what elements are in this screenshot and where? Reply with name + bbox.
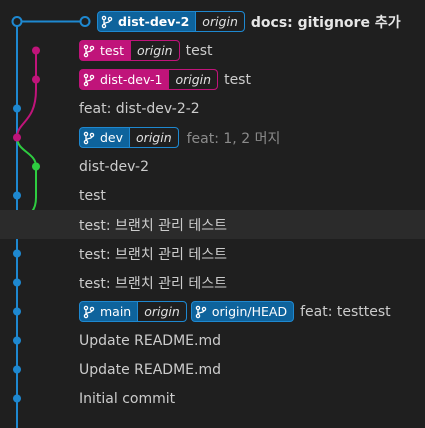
branch-badge[interactable]: dist-dev-2 origin [97, 11, 245, 32]
commit-node [32, 46, 40, 55]
branch-name: main [100, 304, 132, 319]
branch-badge[interactable]: main origin [79, 301, 187, 322]
commit-message-merge: feat: 1, 2 머지 [186, 130, 281, 147]
commit-node-merge [13, 133, 21, 142]
commit-row[interactable]: test: 브랜치 관리 테스트 [0, 268, 425, 297]
commit-row-content: Initial commit [79, 384, 425, 413]
commit-message: test: 브랜치 관리 테스트 [79, 275, 227, 292]
branch-name: dev [100, 130, 124, 145]
commit-row-content: test: 브랜치 관리 테스트 [79, 210, 425, 239]
commit-row[interactable]: dist-dev-2 origin docs: gitignore 추가 [0, 7, 425, 36]
branch-icon [80, 70, 98, 89]
branch-icon [80, 302, 98, 321]
branch-name: dist-dev-1 [100, 72, 163, 87]
commit-node [13, 191, 21, 200]
commit-node [32, 75, 40, 84]
commit-message: dist-dev-2 [79, 158, 149, 175]
commit-row-content: dev origin feat: 1, 2 머지 [79, 123, 425, 152]
commit-message: feat: testtest [300, 303, 391, 320]
commit-message: test: 브랜치 관리 테스트 [79, 246, 227, 263]
branch-icon [80, 128, 98, 147]
commit-node [13, 249, 21, 258]
commit-row[interactable]: feat: dist-dev-2-2 [0, 94, 425, 123]
remote-origin-label: origin [130, 41, 179, 60]
commit-row-content: Update README.md [79, 355, 425, 384]
commit-row-content: test: 브랜치 관리 테스트 [79, 268, 425, 297]
commit-row-content: test [79, 181, 425, 210]
commit-message: feat: dist-dev-2-2 [79, 100, 200, 117]
commit-row[interactable]: test origin test [0, 36, 425, 65]
commit-node [32, 162, 40, 171]
commit-row[interactable]: test [0, 181, 425, 210]
commit-row[interactable]: dev origin feat: 1, 2 머지 [0, 123, 425, 152]
commit-message: test [224, 71, 251, 88]
remote-origin-label: origin [195, 12, 244, 31]
commit-row[interactable]: Update README.md [0, 326, 425, 355]
branch-icon [98, 12, 116, 31]
commit-row[interactable]: Initial commit [0, 384, 425, 413]
commit-row-content: dist-dev-1 origin test [79, 65, 425, 94]
commit-node [13, 365, 21, 374]
commit-row[interactable]: main origin origin/HEAD feat: testtest [0, 297, 425, 326]
branch-badge[interactable]: dev origin [79, 127, 179, 148]
commit-row-content: feat: dist-dev-2-2 [79, 94, 425, 123]
branch-badge[interactable]: dist-dev-1 origin [79, 69, 219, 90]
commit-message: test [185, 42, 213, 59]
branch-badge[interactable]: test origin [79, 40, 180, 61]
commit-node [13, 307, 21, 316]
commit-row-content: Update README.md [79, 326, 425, 355]
commit-message: test [79, 187, 106, 204]
branch-name: dist-dev-2 [118, 14, 190, 29]
commit-row[interactable]: dist-dev-1 origin test [0, 65, 425, 94]
commit-row-content: main origin origin/HEAD feat: testtest [79, 297, 425, 326]
commit-row[interactable]: dist-dev-2 [0, 152, 425, 181]
commit-row[interactable]: test: 브랜치 관리 테스트 [0, 239, 425, 268]
commit-row-content: dist-dev-2 origin docs: gitignore 추가 [97, 7, 425, 36]
branch-badge[interactable]: origin/HEAD [190, 301, 295, 322]
commit-node [13, 278, 21, 287]
branch-name: origin/HEAD [211, 304, 288, 319]
branch-icon [80, 41, 98, 60]
commit-row[interactable]: Update README.md [0, 355, 425, 384]
graph-merge-curve [16, 79, 37, 138]
commit-message: Update README.md [79, 361, 221, 378]
remote-origin-label: origin [168, 70, 218, 89]
commit-row-content: dist-dev-2 [79, 152, 425, 181]
commit-message: Update README.md [79, 332, 221, 349]
commit-node-head [11, 16, 23, 27]
commit-row-content: test origin test [79, 36, 425, 65]
commit-message: test: 브랜치 관리 테스트 [79, 217, 227, 234]
commit-row[interactable]: test: 브랜치 관리 테스트 [0, 210, 425, 239]
commit-node [13, 394, 21, 403]
branch-icon [192, 302, 210, 321]
remote-origin-label: origin [137, 302, 186, 321]
commit-message: docs: gitignore 추가 [250, 14, 401, 31]
commit-row-content: test: 브랜치 관리 테스트 [79, 239, 425, 268]
commit-node-current [79, 16, 91, 27]
commit-node [13, 104, 21, 113]
remote-origin-label: origin [129, 128, 178, 147]
branch-name: test [100, 43, 125, 58]
commit-node [13, 336, 21, 345]
commit-message: Initial commit [79, 390, 176, 407]
